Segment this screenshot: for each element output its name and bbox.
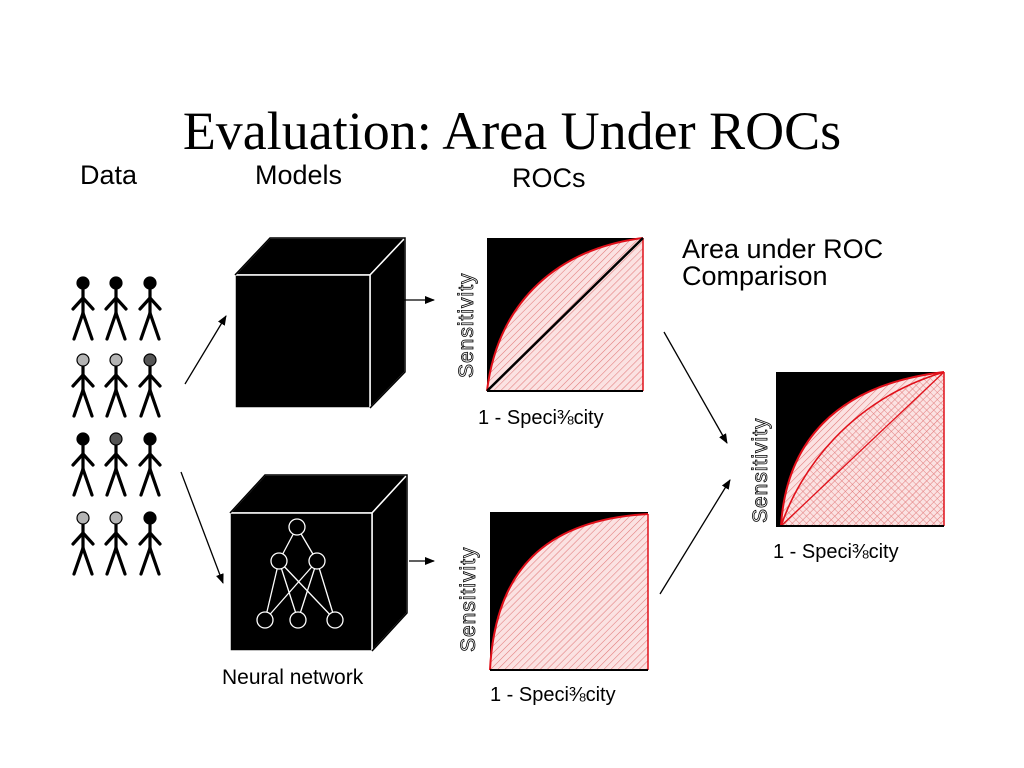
roc-curve [489,513,649,671]
roc-curve [780,371,945,527]
stick-figure-icon [104,511,128,576]
roc-bottom-xlabel: 1 - Speci⅜city [490,684,616,706]
stick-figure-icon [104,276,128,341]
roc-comparison-ylabel: Sensitivity [749,417,772,523]
stick-figure-icon [71,353,95,418]
stick-figure-icon [138,432,162,497]
arrows-group [180,296,731,595]
arrow-icon [184,315,227,385]
roc-diagonal [486,237,644,392]
column-heading-rocs: ROCs [512,163,586,193]
stick-figure-icon [104,432,128,497]
roc-curve [486,237,644,392]
model-cube-icon [233,236,407,410]
roc-plot-bottom: Sensitivity [457,512,649,671]
roc-top-xlabel: 1 - Speci⅜city [478,407,604,429]
roc-bottom-ylabel: Sensitivity [457,546,480,652]
neural-network-icon [256,518,344,629]
roc-plot-comparison: Sensitivity [749,371,945,527]
stick-figure-icon [104,353,128,418]
neural-network-cube-icon [228,473,409,653]
comparison-heading-line2: Comparison [682,261,828,291]
arrow-icon [663,331,728,444]
neural-network-label: Neural network [222,666,364,689]
stick-figure-icon [138,511,162,576]
slide-title: Evaluation: Area Under ROCs [182,101,842,161]
roc-comparison-xlabel: 1 - Speci⅜city [773,541,899,563]
roc-top-ylabel: Sensitivity [455,272,478,378]
arrow-icon [659,479,731,595]
data-people-group [71,276,162,576]
roc-plot-top: Sensitivity [455,237,644,392]
stick-figure-icon [138,276,162,341]
stick-figure-icon [71,511,95,576]
stick-figure-icon [71,276,95,341]
comparison-heading-line1: Area under ROC [682,234,884,264]
stick-figure-icon [71,432,95,497]
roc-curve [780,371,945,527]
column-heading-data: Data [80,160,138,190]
column-heading-models: Models [255,160,343,190]
stick-figure-icon [138,353,162,418]
arrow-icon [180,471,224,584]
